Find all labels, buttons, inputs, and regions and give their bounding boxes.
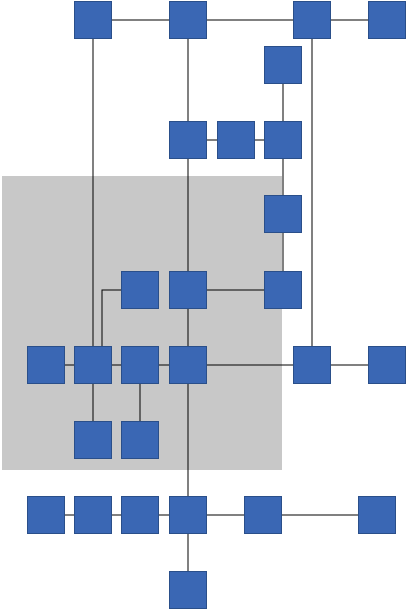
diagram-node xyxy=(358,496,396,534)
diagram-node xyxy=(217,121,255,159)
diagram-node xyxy=(169,346,207,384)
diagram-node xyxy=(74,421,112,459)
diagram-node xyxy=(293,346,331,384)
diagram-node xyxy=(264,195,302,233)
diagram-node xyxy=(264,46,302,84)
diagram-node xyxy=(27,496,65,534)
node-layer xyxy=(27,1,406,609)
diagram-node xyxy=(74,1,112,39)
diagram-node xyxy=(169,496,207,534)
diagram-node xyxy=(121,271,159,309)
diagram-node xyxy=(121,346,159,384)
diagram-node xyxy=(293,1,331,39)
diagram-node xyxy=(121,421,159,459)
diagram-node xyxy=(368,1,406,39)
diagram-node xyxy=(121,496,159,534)
diagram-node xyxy=(169,1,207,39)
diagram-node xyxy=(169,571,207,609)
diagram-node xyxy=(27,346,65,384)
diagram-node xyxy=(169,271,207,309)
diagram-node xyxy=(74,496,112,534)
diagram-node xyxy=(74,346,112,384)
diagram-node xyxy=(169,121,207,159)
diagram-node xyxy=(244,496,282,534)
diagram-node xyxy=(368,346,406,384)
diagram-node xyxy=(264,271,302,309)
diagram-node xyxy=(264,121,302,159)
